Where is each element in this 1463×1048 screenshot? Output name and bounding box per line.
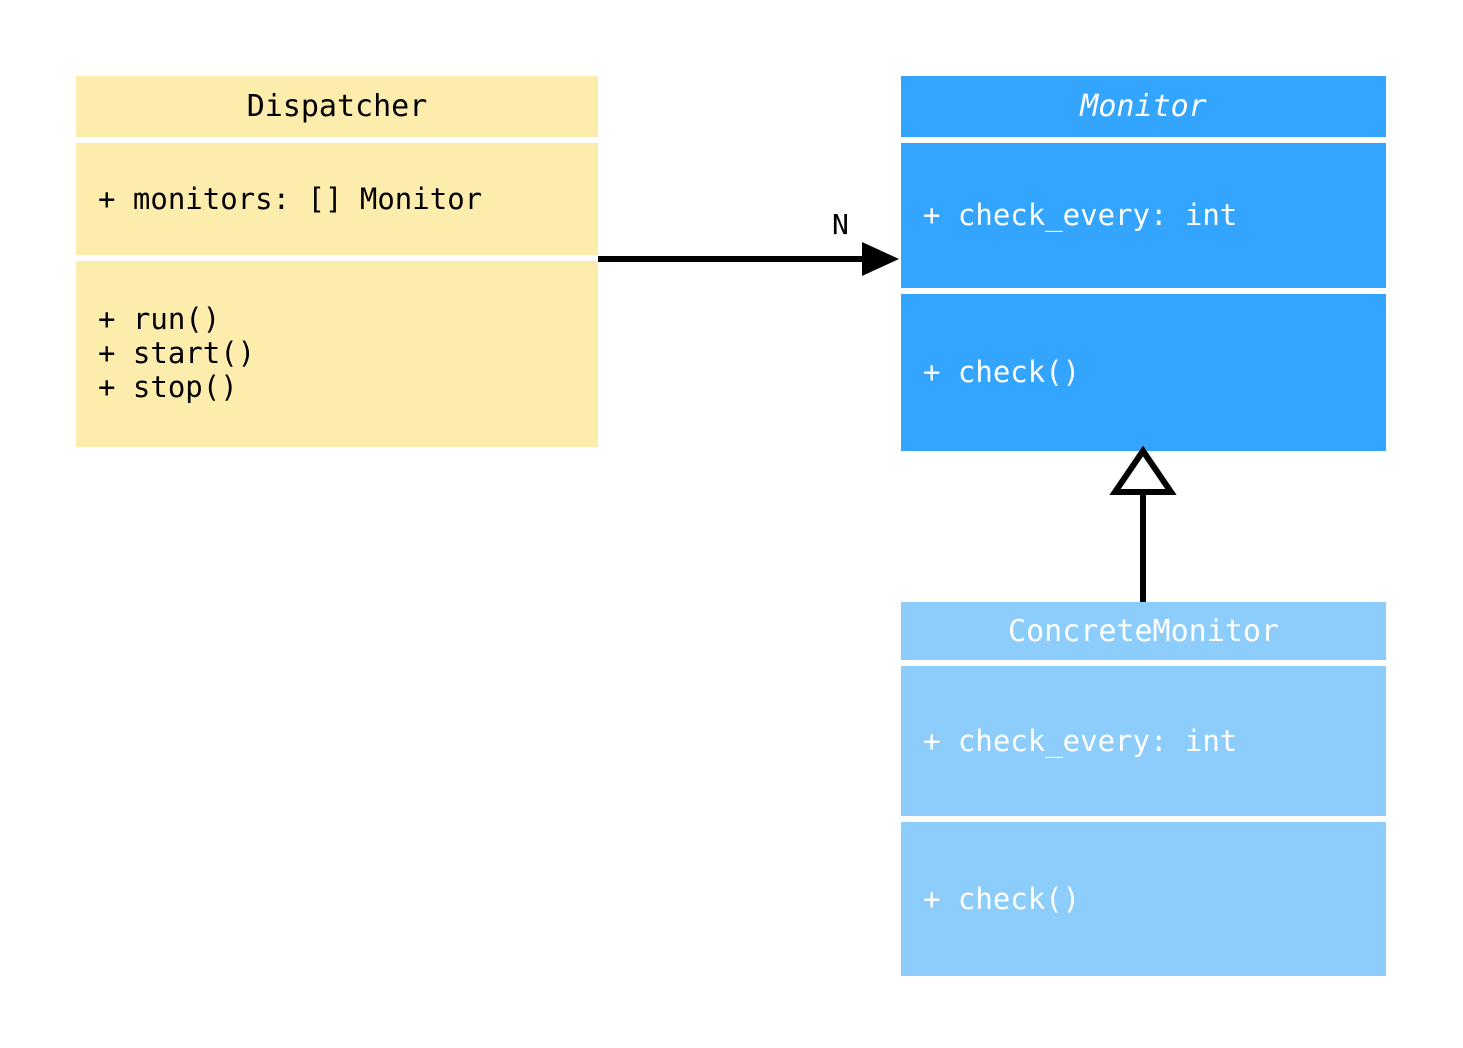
attribute-row: + check_every: int bbox=[923, 723, 1238, 758]
compartment-divider bbox=[901, 137, 1386, 143]
operation-row: + stop() bbox=[98, 370, 238, 405]
attribute-row: + check_every: int bbox=[923, 198, 1238, 233]
association-multiplicity-label: N bbox=[832, 208, 849, 241]
attributes-compartment-concretemonitor: + check_every: int bbox=[901, 666, 1386, 816]
compartment-divider bbox=[901, 288, 1386, 294]
class-box-concretemonitor[interactable]: ConcreteMonitor + check_every: int + che… bbox=[901, 602, 1386, 976]
operations-compartment-dispatcher: + run() + start() + stop() bbox=[76, 261, 598, 447]
operations-compartment-concretemonitor: + check() bbox=[901, 822, 1386, 976]
attributes-compartment-dispatcher: + monitors: [] Monitor bbox=[76, 143, 598, 255]
association-arrowhead-icon bbox=[862, 242, 899, 276]
generalization-arrowhead-icon bbox=[1109, 445, 1177, 495]
operation-row: + check() bbox=[923, 355, 1081, 390]
attribute-row: + monitors: [] Monitor bbox=[98, 181, 483, 216]
class-title-monitor: Monitor bbox=[901, 76, 1386, 137]
operation-row: + start() bbox=[98, 336, 256, 371]
class-box-monitor[interactable]: Monitor + check_every: int + check() bbox=[901, 76, 1386, 451]
operations-compartment-monitor: + check() bbox=[901, 294, 1386, 451]
class-title-dispatcher: Dispatcher bbox=[76, 76, 598, 137]
operation-row: + check() bbox=[923, 881, 1081, 916]
compartment-divider bbox=[901, 816, 1386, 822]
operation-row: + run() bbox=[98, 302, 221, 336]
compartment-divider bbox=[901, 660, 1386, 666]
compartment-divider bbox=[76, 137, 598, 143]
attributes-compartment-monitor: + check_every: int bbox=[901, 143, 1386, 288]
class-box-dispatcher[interactable]: Dispatcher + monitors: [] Monitor + run(… bbox=[76, 76, 598, 447]
compartment-divider bbox=[76, 255, 598, 261]
generalization-concretemonitor-monitor bbox=[1109, 445, 1177, 602]
association-dispatcher-monitor bbox=[598, 242, 899, 276]
class-title-concretemonitor: ConcreteMonitor bbox=[901, 602, 1386, 660]
